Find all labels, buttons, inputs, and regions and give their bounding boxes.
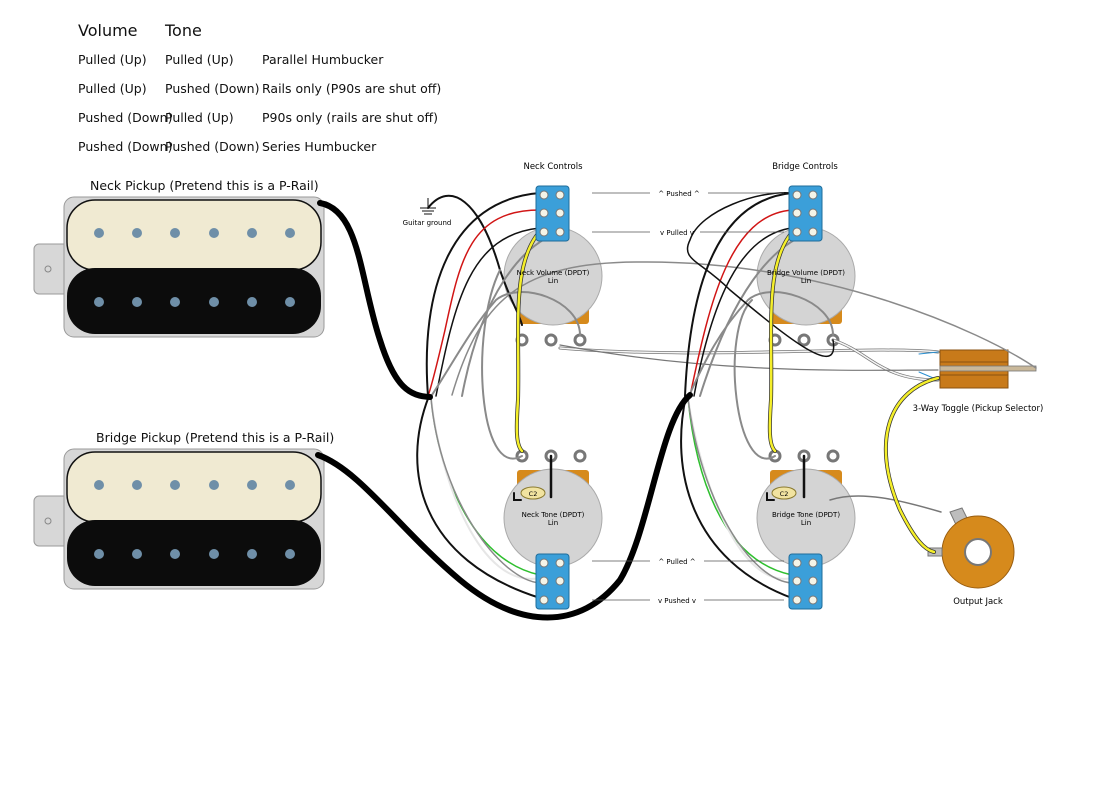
neck-volume-taper: Lin <box>548 277 558 285</box>
wires <box>315 191 1037 621</box>
table-row-3-tone: Pulled (Up) <box>165 110 234 125</box>
output-jack-label: Output Jack <box>953 597 1003 607</box>
neck-capacitor-label: C2 <box>529 490 538 498</box>
table-row-4-result: Series Humbucker <box>262 139 377 154</box>
neck-pickup <box>33 196 325 338</box>
table-row-2-volume: Pulled (Up) <box>78 81 147 96</box>
bridge-capacitor-label: C2 <box>780 490 789 498</box>
pushed-top-label: ^ Pushed ^ <box>658 190 700 198</box>
table-row-3-result: P90s only (rails are shut off) <box>262 110 439 125</box>
table-row-1-tone: Pulled (Up) <box>165 52 234 67</box>
bridge-volume-taper: Lin <box>801 277 811 285</box>
bridge-controls-title: Bridge Controls <box>772 162 838 172</box>
neck-tone-switch <box>535 553 570 610</box>
bridge-tone-pot <box>756 449 856 568</box>
table-row-4-volume: Pushed (Down) <box>78 139 173 154</box>
bridge-pickup <box>33 448 325 590</box>
table-row-4-tone: Pushed (Down) <box>165 139 260 154</box>
three-way-toggle <box>939 349 1037 389</box>
neck-controls-title: Neck Controls <box>523 162 583 172</box>
table-header-tone: Tone <box>165 21 202 40</box>
neck-volume-label: Neck Volume (DPDT) <box>517 269 590 277</box>
neck-volume-switch <box>535 185 570 242</box>
table-row-1-volume: Pulled (Up) <box>78 52 147 67</box>
bridge-volume-switch <box>788 185 823 242</box>
switch-guide-lines <box>592 192 784 601</box>
table-row-2-tone: Pushed (Down) <box>165 81 260 96</box>
table-header-volume: Volume <box>78 21 138 40</box>
pushed-bottom-label: v Pushed v <box>658 597 696 605</box>
bridge-tone-switch <box>788 553 823 610</box>
output-jack <box>927 507 1015 589</box>
toggle-label: 3-Way Toggle (Pickup Selector) <box>913 404 1044 414</box>
pulled-bottom-label: ^ Pulled ^ <box>658 558 695 566</box>
ground-symbol <box>420 198 436 215</box>
neck-tone-pot <box>503 449 603 568</box>
neck-tone-taper: Lin <box>548 519 558 527</box>
bridge-pickup-label: Bridge Pickup (Pretend this is a P-Rail) <box>96 430 335 445</box>
bridge-tone-capacitor <box>771 486 797 500</box>
pulled-top-label: v Pulled v <box>660 229 694 237</box>
table-row-2-result: Rails only (P90s are shut off) <box>262 81 442 96</box>
neck-tone-label: Neck Tone (DPDT) <box>522 511 585 519</box>
neck-pickup-label: Neck Pickup (Pretend this is a P-Rail) <box>90 178 319 193</box>
table-row-1-result: Parallel Humbucker <box>262 52 384 67</box>
bridge-tone-taper: Lin <box>801 519 811 527</box>
neck-tone-capacitor <box>520 486 546 500</box>
table-row-3-volume: Pushed (Down) <box>78 110 173 125</box>
bridge-volume-label: Bridge Volume (DPDT) <box>767 269 845 277</box>
guitar-ground-label: Guitar ground <box>403 219 452 227</box>
bridge-tone-label: Bridge Tone (DPDT) <box>772 511 840 519</box>
